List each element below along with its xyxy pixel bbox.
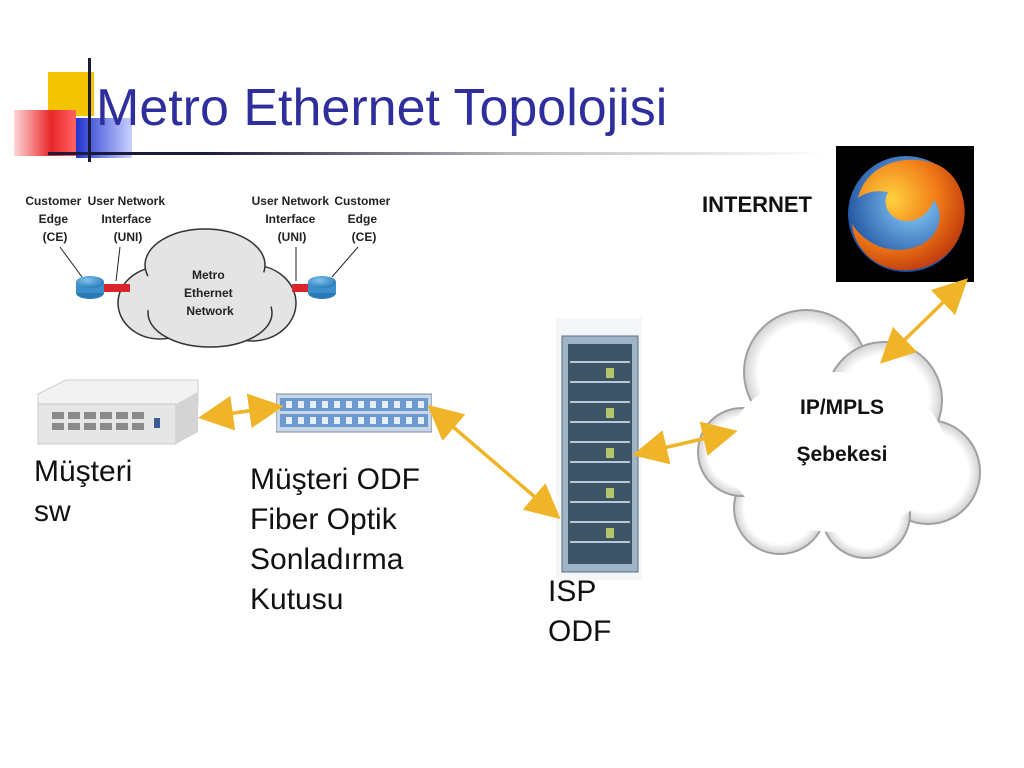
left-link [102,284,130,292]
arrow-odf-isp [427,404,561,520]
ce-left-node [76,276,104,299]
uni-right-label: User Network Interface (UNI) [252,194,333,244]
title-deco-vline [88,58,91,162]
ce-right-node [308,276,336,299]
musteri-sw-label: Müşteri sw [34,455,133,528]
ipmpls-label: IP/MPLS [799,396,884,419]
title-deco-yellow [48,72,94,116]
firefox-logo-icon [836,146,974,282]
arrow-cloud-internet [879,278,969,364]
uni-left-label: User Network Interface (UNI) [88,194,169,244]
slide-title: Metro Ethernet Topolojisi [96,79,668,137]
title-deco-red [14,110,76,156]
metro-ethernet-diagram: Customer Edge (CE) User Network Interfac… [25,194,393,348]
isp-odf-rack-image [556,318,642,580]
sebekesi-label: Şebekesi [796,443,888,466]
title-underline [48,152,828,155]
isp-odf-label: ISP ODF [548,575,612,648]
ce-right-label: Customer Edge (CE) [334,194,393,244]
internet-label: INTERNET [702,192,812,217]
ipmpls-cloud [697,309,981,559]
right-link [292,284,322,292]
musteri-odf-label: Müşteri ODF Fiber Optik Sonladırma Kutus… [250,463,421,616]
arrow-isp-cloud [632,421,738,465]
arrow-sw-odf [198,393,284,431]
metro-cloud [117,228,297,348]
title-deco-blue [76,118,132,158]
ce-left-label: Customer Edge (CE) [25,194,84,244]
customer-odf-image [276,393,432,433]
cloud-label: Metro Ethernet Network [184,268,236,318]
customer-switch-image [37,379,199,445]
